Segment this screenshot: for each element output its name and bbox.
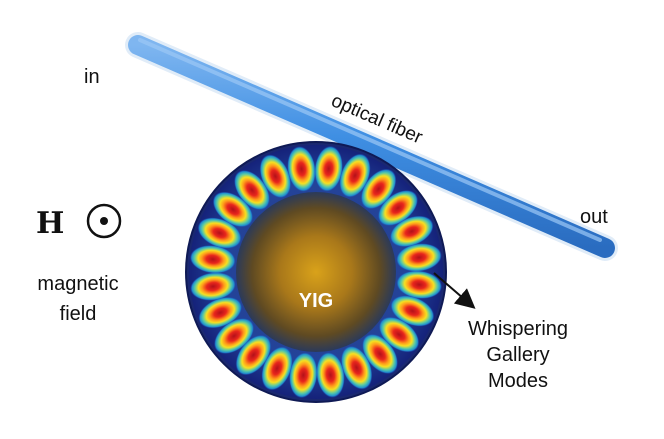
mode-lobe: [234, 169, 270, 211]
out-of-page-icon: [86, 203, 122, 239]
magnetic-field-symbol: H: [36, 203, 122, 241]
mode-lobe: [396, 243, 442, 272]
mode-lobe: [287, 146, 316, 192]
mode-lobe: [316, 352, 345, 398]
sphere-label: YIG: [299, 290, 333, 312]
mode-lobe: [339, 153, 371, 198]
mode-lobe: [314, 145, 343, 192]
field-label-line1: magnetic: [37, 273, 118, 295]
mode-lobe: [377, 190, 419, 226]
field-symbol-label: H: [36, 206, 64, 241]
field-label-line2: field: [60, 303, 97, 325]
modes-pointer-arrow: [433, 272, 476, 309]
out-label: out: [580, 206, 608, 228]
optical-fiber: [125, 32, 618, 261]
mode-lobe: [389, 215, 434, 248]
mode-lobe: [189, 245, 236, 274]
mode-lobe: [197, 217, 242, 249]
mode-lobe: [259, 154, 292, 199]
mode-lobe: [198, 296, 243, 329]
mode-lobe: [190, 272, 236, 301]
in-label: in: [84, 66, 100, 88]
mode-lobe: [213, 318, 255, 354]
whispering-gallery-mode-lobes: [189, 145, 443, 399]
mode-lobe: [289, 352, 318, 399]
mode-lobe: [261, 346, 293, 391]
mode-lobe: [340, 345, 373, 390]
modes-label-line2: Gallery: [486, 344, 549, 366]
mode-lobe: [362, 333, 398, 375]
modes-label-line3: Modes: [488, 370, 548, 392]
mode-lobe: [390, 295, 435, 327]
mode-lobe: [396, 270, 443, 299]
modes-label-line1: Whispering: [468, 318, 568, 340]
yig-sphere: YIG: [185, 141, 447, 403]
